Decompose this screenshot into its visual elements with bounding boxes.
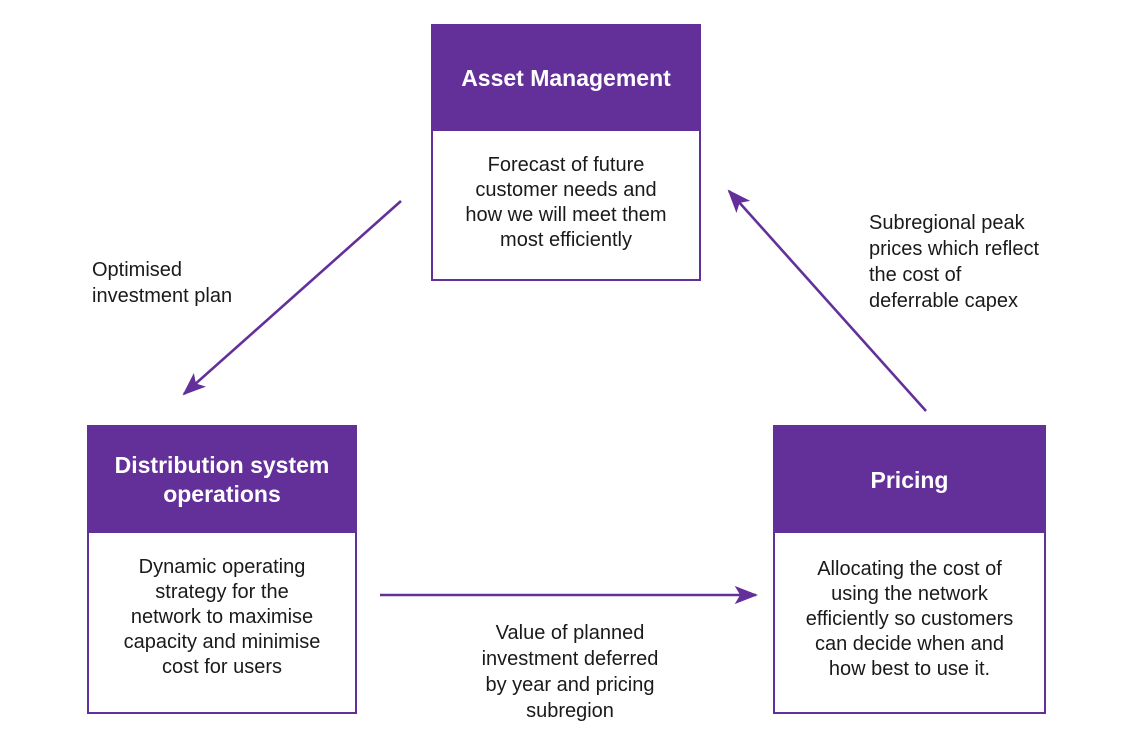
node-pricing-title: Pricing — [775, 427, 1044, 533]
node-distribution-system-operations[interactable]: Distribution system operations Dynamic o… — [87, 425, 357, 714]
node-asset-management[interactable]: Asset Management Forecast of future cust… — [431, 24, 701, 281]
node-pricing[interactable]: Pricing Allocating the cost of using the… — [773, 425, 1046, 714]
node-asset-management-title: Asset Management — [433, 26, 699, 131]
node-asset-management-body: Forecast of future customer needs and ho… — [465, 154, 667, 251]
node-pricing-body: Allocating the cost of using the network… — [805, 558, 1014, 680]
node-distribution-system-operations-title: Distribution system operations — [89, 427, 355, 533]
edge-label-pricing-to-asset: Subregional peak prices which reflect th… — [869, 212, 1040, 312]
edge-label-asset-to-dso: Optimised investment plan — [92, 259, 233, 307]
edge-label-dso-to-pricing: Value of planned investment deferred by … — [481, 622, 659, 722]
node-distribution-system-operations-body: Dynamic operating strategy for the netwo… — [123, 556, 321, 678]
